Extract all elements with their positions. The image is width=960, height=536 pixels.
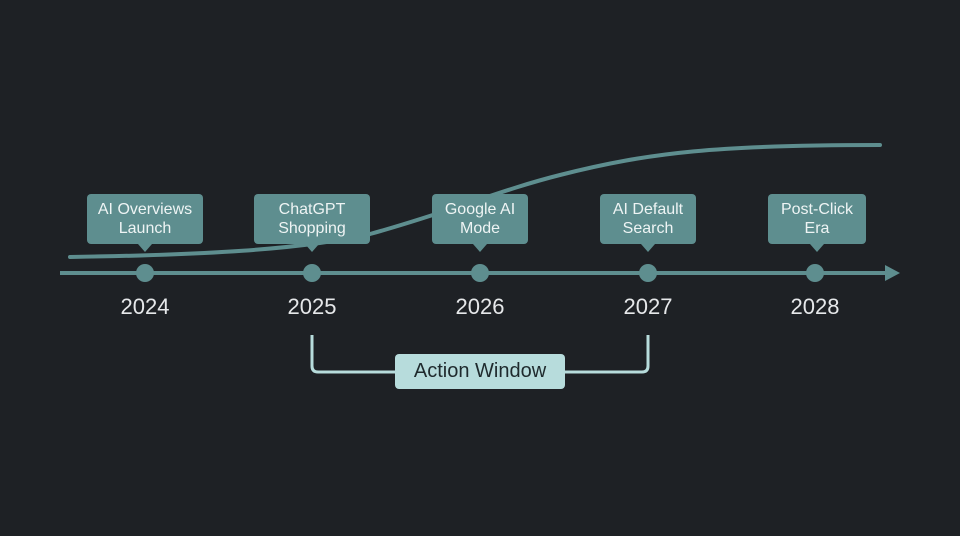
milestone-dot: [303, 264, 321, 282]
callout-line2: Era: [804, 220, 830, 237]
milestone-dot: [639, 264, 657, 282]
callout-line1: AI Overviews: [97, 201, 193, 218]
callout-line2: Search: [622, 220, 674, 237]
milestone-dot: [471, 264, 489, 282]
milestone-callout: Post-Click Era: [768, 194, 866, 252]
year-label: 2025: [287, 294, 337, 319]
callout-line2: Launch: [118, 220, 172, 237]
milestone-callout: AI Default Search: [600, 194, 696, 252]
year-label: 2024: [120, 294, 170, 319]
callout-line1: AI Default: [612, 201, 684, 218]
year-label: 2027: [623, 294, 673, 319]
callout-line2: Shopping: [278, 220, 346, 237]
milestone-callout: ChatGPT Shopping: [254, 194, 370, 252]
action-window-label: Action Window: [395, 354, 565, 389]
callout-line2: Mode: [459, 220, 501, 237]
milestone-callout: AI Overviews Launch: [87, 194, 203, 252]
callout-line1: Google AI: [444, 201, 516, 218]
callout-line1: ChatGPT: [278, 201, 346, 218]
milestone-dot: [136, 264, 154, 282]
year-label: 2026: [455, 294, 505, 319]
callout-line1: Post-Click: [780, 201, 853, 218]
milestone-dot: [806, 264, 824, 282]
milestone-callout: Google AI Mode: [432, 194, 528, 252]
year-label: 2028: [790, 294, 840, 319]
axis-arrow-icon: [885, 265, 900, 281]
